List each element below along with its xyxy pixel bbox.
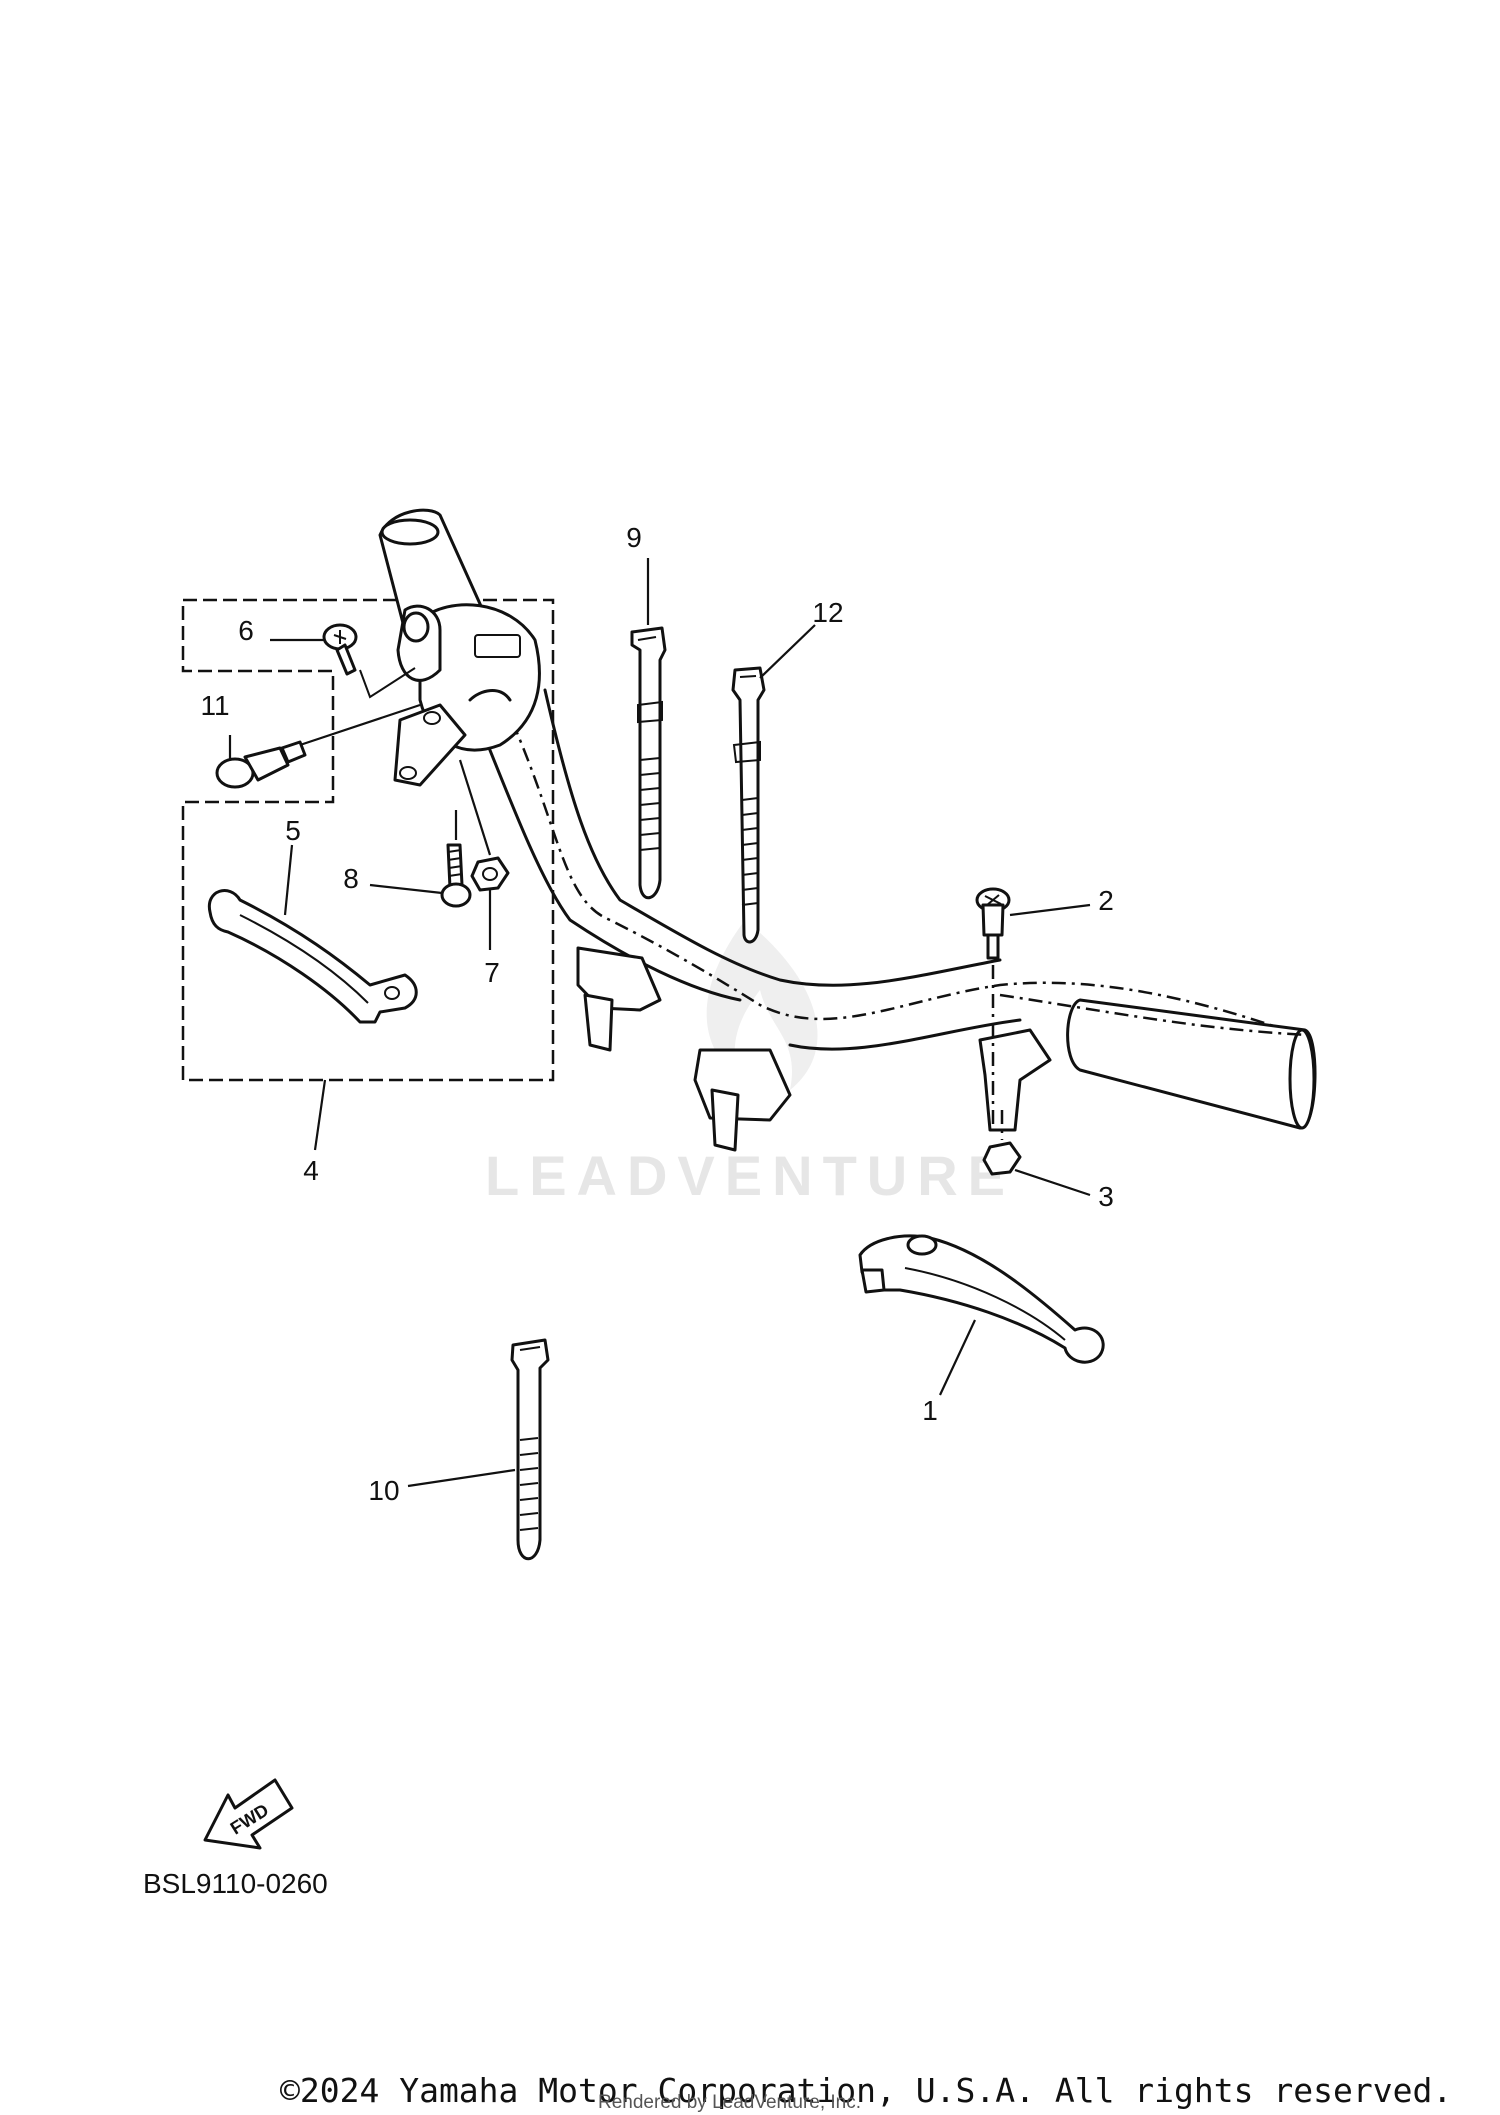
callout-8: 8 xyxy=(343,863,359,894)
cable-tie-12 xyxy=(731,624,816,944)
handlebar-centerline xyxy=(498,694,1301,1037)
callout-labels: 1 2 3 4 5 6 7 8 9 10 11 12 xyxy=(200,522,1113,1506)
cable-tie-10 xyxy=(510,1338,550,1561)
callout-10: 10 xyxy=(368,1475,399,1506)
callout-5: 5 xyxy=(285,815,301,846)
screw-6 xyxy=(322,623,416,699)
reference-code: BSL9110-0260 xyxy=(143,1868,328,1899)
leader-lines xyxy=(228,638,1091,1488)
callout-7: 7 xyxy=(484,957,500,988)
copyright-text: ©2024 Yamaha Motor Corporation, U.S.A. A… xyxy=(280,2071,1452,2110)
cable-tie-9 xyxy=(630,558,667,899)
callout-11: 11 xyxy=(200,690,229,721)
watermark-text: LEADVENTURE xyxy=(485,1144,1015,1207)
nut-3 xyxy=(982,1110,1022,1176)
rendered-by-text: Rendered by LeadVenture, Inc. xyxy=(598,2092,861,2113)
leadventure-watermark: LEADVENTURE xyxy=(485,920,1015,1207)
fwd-arrow-icon: FWD xyxy=(203,1778,294,1850)
lever-assembly-box xyxy=(181,598,555,1082)
callout-6: 6 xyxy=(238,615,254,646)
callout-9: 9 xyxy=(626,522,642,553)
adjuster-bolt-11 xyxy=(215,703,421,789)
lever-5 xyxy=(207,889,418,1024)
callout-4: 4 xyxy=(303,1155,319,1186)
handlebar xyxy=(468,688,1317,1152)
nut-7 xyxy=(458,759,510,892)
left-grip-housing xyxy=(378,508,541,787)
bolt-8 xyxy=(440,810,472,908)
callout-1: 1 xyxy=(922,1395,938,1426)
callout-2: 2 xyxy=(1098,885,1114,916)
callout-12: 12 xyxy=(812,597,843,628)
lever-1 xyxy=(858,1234,1105,1364)
bolt-2 xyxy=(975,887,1011,1130)
callout-3: 3 xyxy=(1098,1181,1114,1212)
